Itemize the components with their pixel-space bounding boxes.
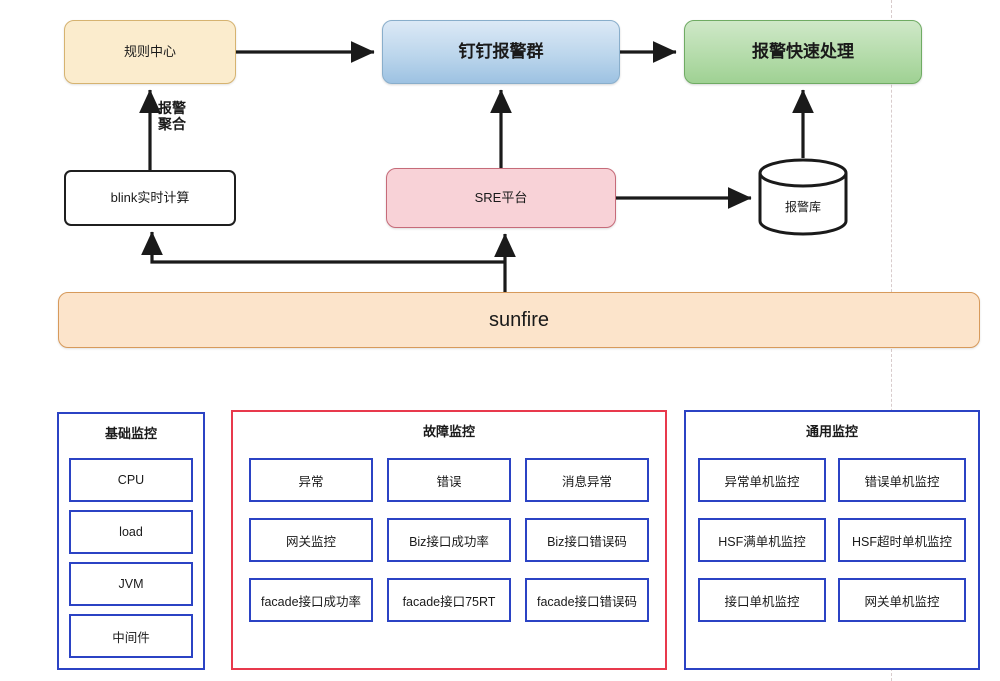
chip-fault-7[interactable]: facade接口75RT: [387, 578, 511, 622]
panel-fault-monitoring-title: 故障监控: [422, 424, 475, 439]
panel-fault-monitoring-grid: 异常 错误 消息异常 网关监控 Biz接口成功率 Biz接口错误码 facade…: [249, 458, 649, 622]
edge-sunfire-to-blink: [141, 231, 505, 264]
node-rule-center-label: 规则中心: [123, 43, 176, 59]
chip-common-4[interactable]: 接口单机监控: [698, 578, 826, 622]
node-dingtalk-alarm-group-label: 钉钉报警群: [458, 42, 544, 62]
chip-common-2[interactable]: HSF满单机监控: [698, 518, 826, 562]
chip-fault-6[interactable]: facade接口成功率: [249, 578, 373, 622]
edge-label-alarm-aggregate: 报警 聚合: [158, 100, 186, 133]
chip-basic-1[interactable]: load: [69, 510, 193, 554]
node-fast-handling-label: 报警快速处理: [752, 42, 854, 62]
node-blink-realtime[interactable]: blink实时计算: [64, 170, 236, 226]
node-fast-handling[interactable]: 报警快速处理: [684, 20, 922, 84]
chip-fault-3[interactable]: 网关监控: [249, 518, 373, 562]
node-rule-center[interactable]: 规则中心: [64, 20, 236, 84]
panel-common-monitoring-grid: 异常单机监控 错误单机监控 HSF满单机监控 HSF超时单机监控 接口单机监控 …: [698, 458, 966, 622]
chip-fault-2[interactable]: 消息异常: [525, 458, 649, 502]
chip-common-0[interactable]: 异常单机监控: [698, 458, 826, 502]
node-alarm-database-label: 报警库: [784, 200, 821, 214]
node-sre-platform[interactable]: SRE平台: [386, 168, 616, 228]
chip-fault-4[interactable]: Biz接口成功率: [387, 518, 511, 562]
node-dingtalk-alarm-group[interactable]: 钉钉报警群: [382, 20, 620, 84]
chip-fault-0[interactable]: 异常: [249, 458, 373, 502]
panel-common-monitoring: 通用监控 异常单机监控 错误单机监控 HSF满单机监控 HSF超时单机监控 接口…: [684, 410, 980, 670]
panel-fault-monitoring: 故障监控 异常 错误 消息异常 网关监控 Biz接口成功率 Biz接口错误码 f…: [231, 410, 667, 670]
panel-basic-monitoring: 基础监控 CPU load JVM 中间件: [57, 412, 205, 670]
chip-common-3[interactable]: HSF超时单机监控: [838, 518, 966, 562]
chip-fault-5[interactable]: Biz接口错误码: [525, 518, 649, 562]
chip-common-5[interactable]: 网关单机监控: [838, 578, 966, 622]
panel-basic-monitoring-list: CPU load JVM 中间件: [69, 458, 193, 658]
node-alarm-database[interactable]: 报警库: [757, 158, 849, 236]
chip-fault-8[interactable]: facade接口错误码: [525, 578, 649, 622]
database-icon: [758, 158, 848, 236]
node-sunfire[interactable]: sunfire: [58, 292, 980, 348]
panel-common-monitoring-title: 通用监控: [805, 424, 858, 439]
chip-common-1[interactable]: 错误单机监控: [838, 458, 966, 502]
node-sunfire-label: sunfire: [488, 308, 550, 331]
chip-fault-1[interactable]: 错误: [387, 458, 511, 502]
chip-basic-3[interactable]: 中间件: [69, 614, 193, 658]
chip-basic-2[interactable]: JVM: [69, 562, 193, 606]
panel-basic-monitoring-title: 基础监控: [104, 426, 157, 441]
node-sre-platform-label: SRE平台: [474, 189, 528, 205]
node-blink-realtime-label: blink实时计算: [110, 189, 190, 205]
chip-basic-0[interactable]: CPU: [69, 458, 193, 502]
